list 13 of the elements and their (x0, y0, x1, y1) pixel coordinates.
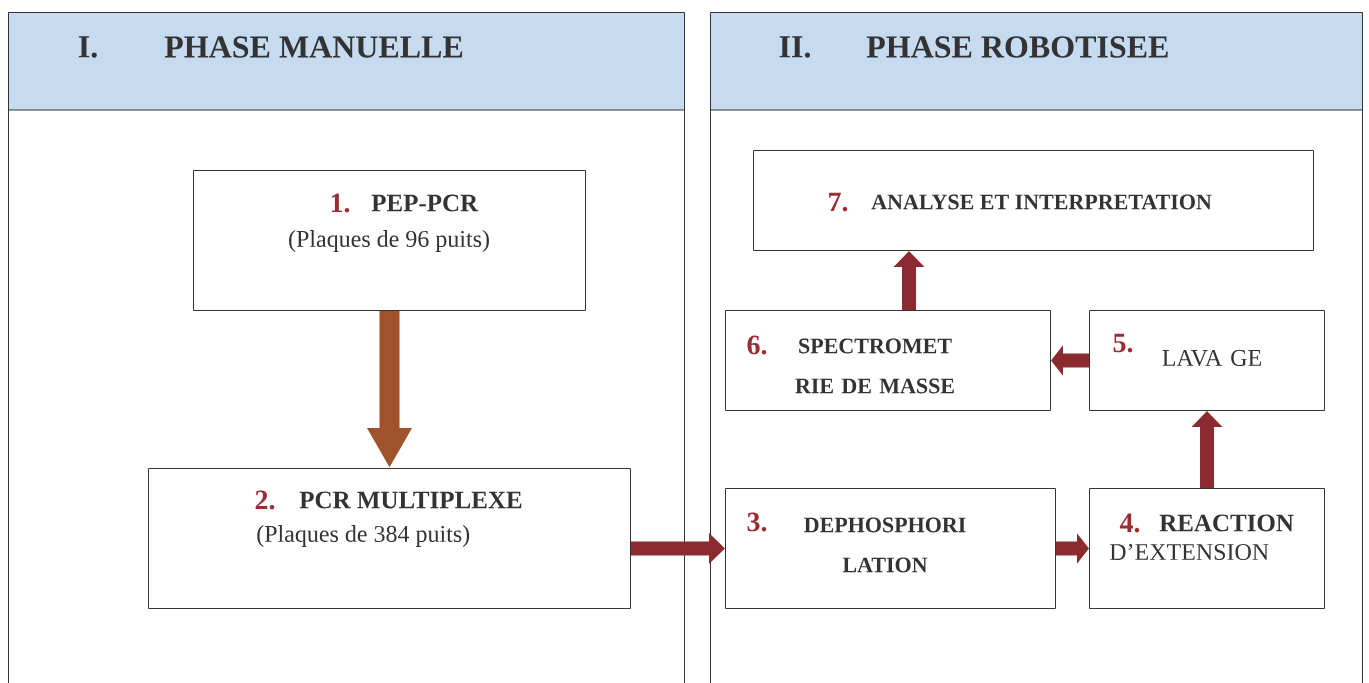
panel-heading: II. (779, 36, 811, 58)
process-box: 5. LAVA GE (1089, 310, 1325, 411)
process-box: 2. PCR MULTIPLEXE (Plaques de 384 puits) (148, 468, 631, 609)
process-box: 6. SPECTROMET RIE DE MASSE (725, 310, 1051, 411)
process-box: 1. PEP-PCR (Plaques de 96 puits) (193, 170, 586, 311)
panel-heading: PHASE ROBOTISEE (866, 36, 1168, 58)
process-box: 7. ANALYSE ET INTERPRETATION (753, 150, 1314, 251)
phase-panel (7, 12, 685, 683)
panel-heading: I. (78, 36, 97, 58)
panel-heading: PHASE MANUELLE (164, 36, 463, 58)
process-box: 3. DEPHOSPHORI LATION (725, 488, 1056, 609)
phase-panel (709, 12, 1363, 683)
process-box: 4. REACTION D’EXTENSION (1089, 488, 1325, 609)
